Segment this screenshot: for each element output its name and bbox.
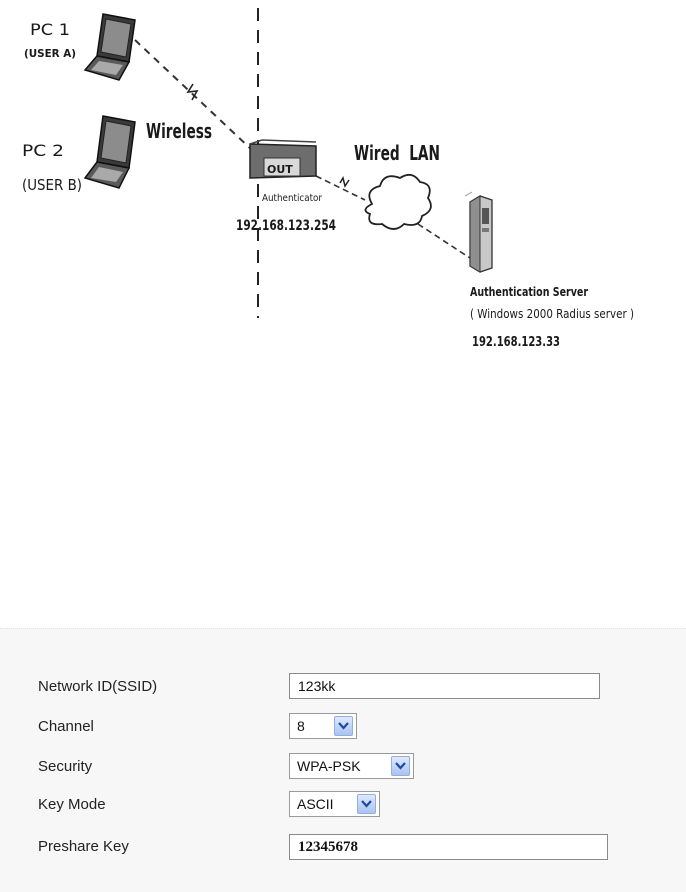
preshare-key-input[interactable]: 12345678 [289,834,608,860]
security-value: WPA-PSK [297,758,361,774]
wired-signal-zigzag [339,176,350,188]
preshare-key-label: Preshare Key [38,838,129,855]
key-mode-select[interactable]: ASCII [289,791,380,817]
access-point-icon [249,139,317,179]
wireless-signal-zigzag [186,83,199,101]
channel-value: 8 [297,718,305,734]
pc2-user: (USER B) [22,176,82,194]
key-mode-label: Key Mode [38,796,106,813]
wired-lan-label: Wired LAN [354,141,440,165]
laptop-icon [83,13,136,81]
network-diagram: OUT PC 1 (USER A) PC 2 (USER B) Wireless… [22,8,634,350]
pc2-name: PC 2 [22,141,64,160]
key-mode-value: ASCII [297,796,334,812]
server-icon [464,191,493,273]
authenticator-ip: 192.168.123.254 [236,218,336,234]
pc1-name: PC 1 [30,20,70,39]
chevron-down-icon[interactable] [334,716,353,736]
security-label: Security [38,758,93,775]
cloud-icon [364,173,432,230]
wired-link [315,175,471,259]
wireless-settings-form: Network ID(SSID) 123kk Channel 8 Securit… [0,628,686,892]
chevron-down-icon[interactable] [357,794,376,814]
chevron-down-icon[interactable] [391,756,410,776]
wireless-label: Wireless [146,119,212,143]
ap-port-label: OUT [267,163,293,176]
authenticator-label: Authenticator [262,193,323,204]
ssid-label: Network ID(SSID) [38,678,158,695]
server-description: ( Windows 2000 Radius server ) [470,307,634,321]
server-label: Authentication Server [470,285,588,299]
server-ip: 192.168.123.33 [472,335,560,350]
pc1-user: (USER A) [24,47,76,60]
channel-label: Channel [38,718,94,735]
laptop-icon [83,115,136,189]
wireless-link [134,39,253,151]
security-select[interactable]: WPA-PSK [289,753,414,779]
channel-select[interactable]: 8 [289,713,357,739]
ssid-input[interactable]: 123kk [289,673,600,699]
